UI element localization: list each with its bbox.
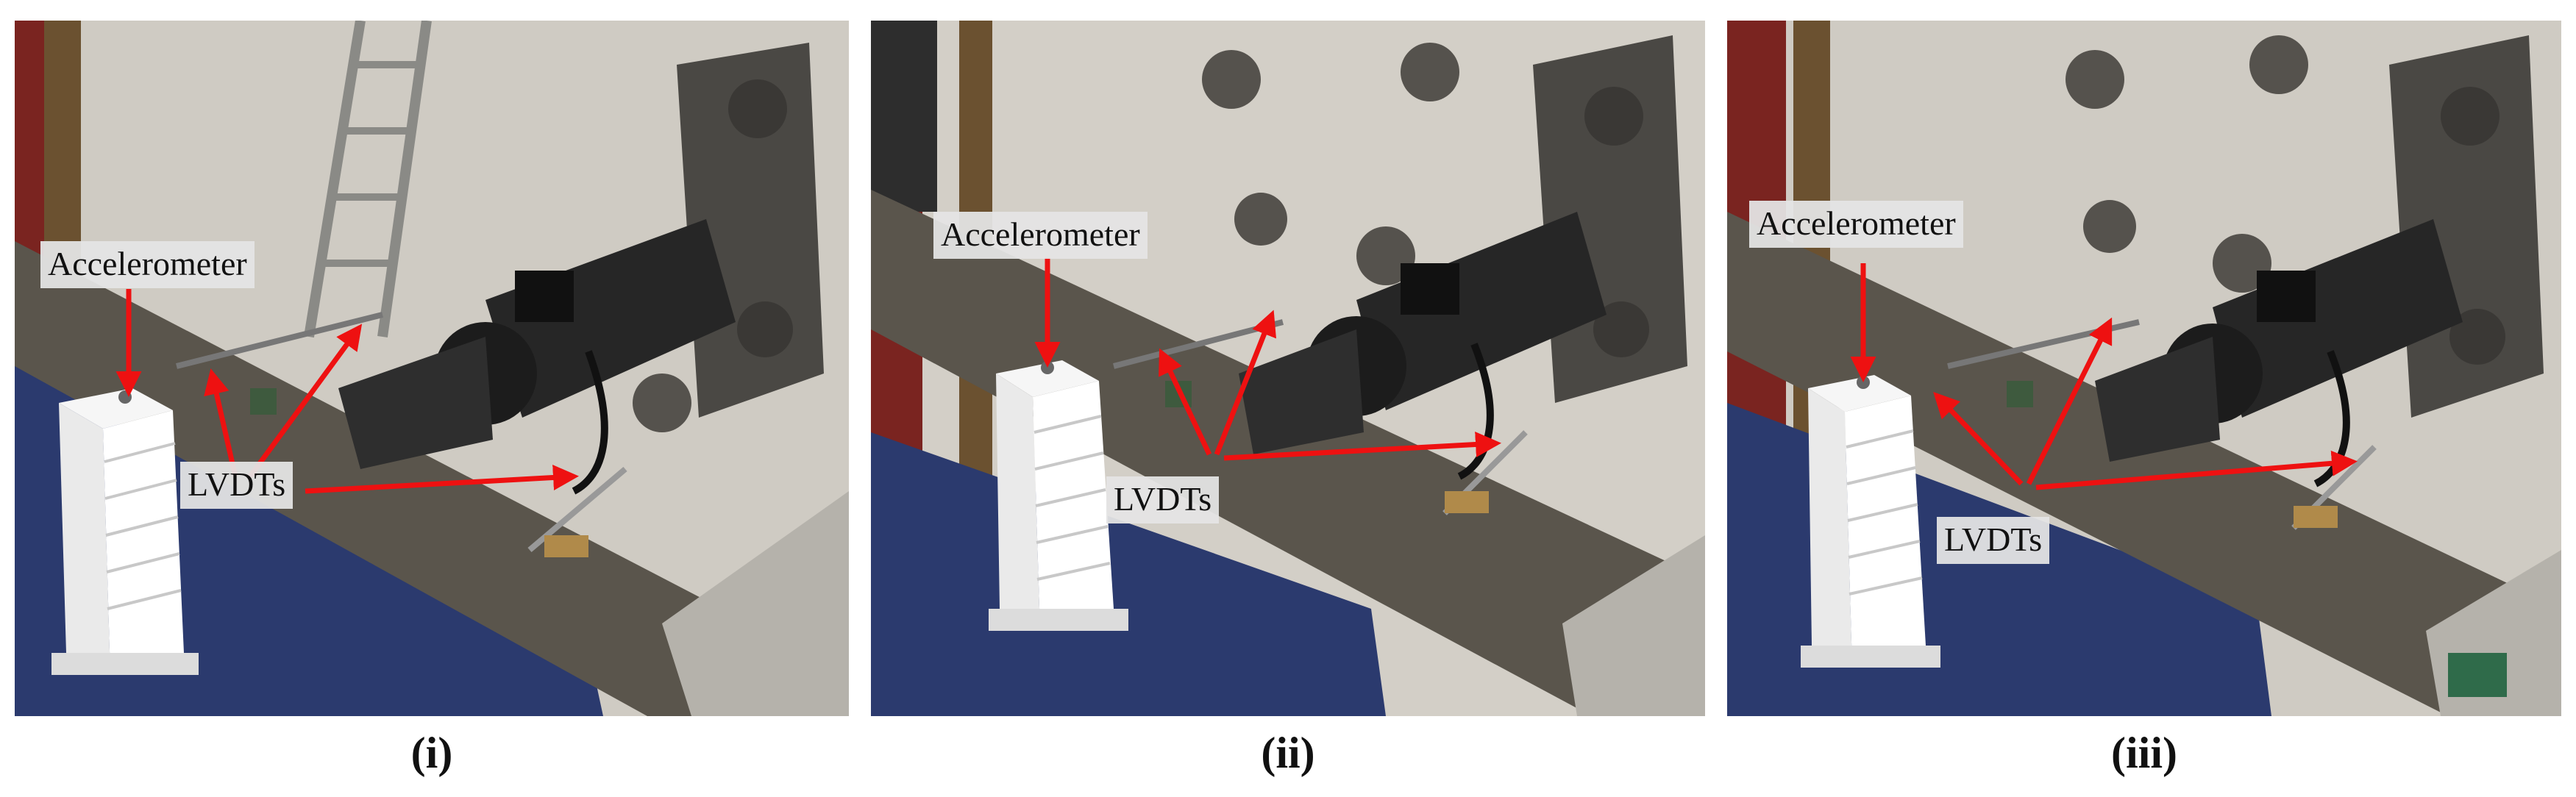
annotation-arrows [115, 289, 579, 494]
frame-bolt [1593, 301, 1649, 357]
lvdt-arrow [2026, 317, 2113, 485]
wall-anchor [2083, 200, 2136, 253]
concrete-block [1562, 535, 1705, 716]
frame-bolt [2449, 309, 2505, 365]
lvdt-instruments [176, 312, 627, 557]
experiment-photo-i [15, 21, 849, 716]
actuator [338, 219, 736, 495]
frame-bolt [737, 301, 793, 357]
wall-anchor [2249, 35, 2308, 94]
wall-anchor [1401, 43, 1459, 101]
accelerometer-label: Accelerometer [933, 212, 1148, 259]
annotation-arrows [1850, 263, 2358, 490]
actuator [1239, 212, 1607, 480]
experiment-photo-ii [871, 21, 1705, 716]
lvdt-label: LVDTs [1106, 476, 1220, 523]
lvdt-arrow [1933, 391, 2024, 486]
lvdt-arrow [1223, 432, 1501, 461]
wall-anchor [1234, 193, 1287, 246]
scale-model [51, 388, 199, 675]
panel-caption-i: (i) [410, 729, 453, 777]
frame-bolt [1584, 87, 1643, 146]
experiment-photo-iii [1727, 21, 2561, 716]
wall-anchor [633, 374, 691, 432]
green-cloth [2448, 653, 2507, 697]
actuator [2095, 219, 2463, 487]
annotation-arrows [1034, 257, 1501, 461]
photo-panel-i: Accelerometer LVDTs [15, 21, 849, 716]
steel-beam [1727, 212, 2561, 716]
accelerometer-label: Accelerometer [1749, 201, 1963, 248]
lvdt-arrow [248, 324, 363, 479]
wall-anchor [2066, 50, 2124, 109]
frame-bolt [2441, 87, 2499, 146]
panel-caption-ii: (ii) [1261, 729, 1315, 777]
lvdt-label: LVDTs [180, 462, 293, 509]
lvdt-arrow [305, 465, 579, 494]
frame-bolt [728, 79, 787, 138]
lvdt-label: LVDTs [1937, 517, 2050, 564]
scale-model [1801, 375, 1940, 668]
concrete-block [662, 491, 849, 716]
scale-model [989, 360, 1128, 631]
lvdt-arrow [2035, 450, 2358, 490]
wall-anchor [1202, 50, 1261, 109]
lvdt-arrow [1159, 348, 1212, 456]
ladder [304, 21, 432, 338]
accelerometer-label: Accelerometer [40, 241, 255, 288]
dark-bracket [871, 21, 937, 212]
photo-panel-iii: Accelerometer LVDTs [1727, 21, 2561, 716]
photo-panel-ii: Accelerometer LVDTs [871, 21, 1705, 716]
lvdt-arrow [1214, 310, 1276, 456]
lvdt-arrow [204, 368, 238, 477]
panel-caption-iii: (iii) [2111, 729, 2177, 777]
